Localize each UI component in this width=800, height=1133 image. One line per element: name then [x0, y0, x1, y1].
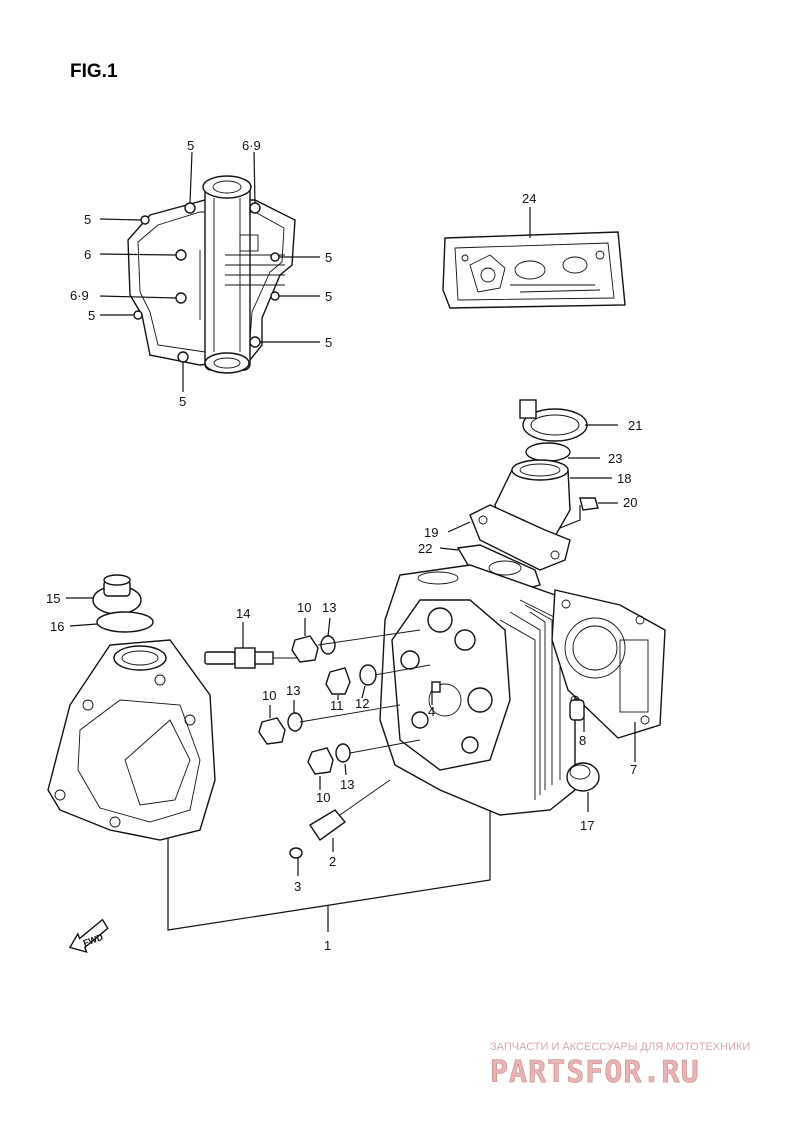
cylinder-head [379, 564, 576, 816]
callout-label: 17 [580, 818, 594, 833]
watermark-caption: ЗАПЧАСТИ И АКСЕССУАРЫ ДЛЯ МОТОТЕХНИКИ [490, 1041, 750, 1053]
spark-plug [204, 622, 300, 669]
callout-label: 5 [325, 335, 332, 350]
callout-label: 20 [623, 495, 637, 510]
side-cover [47, 639, 216, 841]
plug-cap [566, 762, 600, 812]
callout-label: 18 [617, 471, 631, 486]
watermark: ЗАПЧАСТИ И АКСЕССУАРЫ ДЛЯ МОТОТЕХНИКИ PA… [490, 1041, 751, 1090]
callout-label: 7 [630, 762, 637, 777]
callout-label: 11 [330, 698, 344, 713]
callout-label: 10 [262, 688, 276, 703]
callout-label: 6·9 [242, 138, 261, 153]
gasket-set [442, 207, 626, 309]
callout-label: 13 [322, 600, 336, 615]
callout-label: 12 [355, 696, 369, 711]
valve-guide [289, 779, 391, 876]
callout-label: 5 [187, 138, 194, 153]
callout-label: 10 [297, 600, 311, 615]
callout-label: 5 [325, 250, 332, 265]
callout-label: 16 [50, 619, 64, 634]
head-cover-top-view [127, 175, 296, 374]
callout-label: 4 [428, 704, 435, 719]
callout-label: 15 [46, 591, 60, 606]
fwd-arrow-icon: FWD [68, 918, 109, 954]
callout-label: 1 [324, 938, 331, 953]
callout-label: 19 [424, 525, 438, 540]
figure-title: FIG.1 [70, 61, 118, 82]
callout-label: 5 [88, 308, 95, 323]
callout-label: 21 [628, 418, 642, 433]
watermark-logo: PARTSFOR.RU [490, 1055, 700, 1090]
nut-washer-group [258, 617, 433, 790]
callout-label: 5 [84, 212, 91, 227]
callout-label: 24 [522, 191, 536, 206]
callout-label: 14 [236, 606, 250, 621]
assembly-bracket [167, 810, 491, 932]
callout-label: 3 [294, 879, 301, 894]
callout-label: 23 [608, 451, 622, 466]
callout-label: 13 [286, 683, 300, 698]
callout-label: 8 [579, 733, 586, 748]
dowel-pin [569, 699, 585, 732]
callout-label: 5 [325, 289, 332, 304]
callout-label: 10 [316, 790, 330, 805]
intake-pipe-assembly [439, 399, 618, 591]
callout-label: 6 [84, 247, 91, 262]
head-cover-leaders [99, 151, 320, 392]
callout-labels: 5 6·9 5 6 5 6·9 5 5 5 5 24 21 23 18 20 1… [46, 138, 642, 953]
callout-label: 5 [179, 394, 186, 409]
callout-label: 13 [340, 777, 354, 792]
callout-label: 2 [329, 854, 336, 869]
callout-label: 22 [418, 541, 432, 556]
callout-label: 6·9 [70, 288, 89, 303]
oil-filler-cap [66, 574, 154, 633]
